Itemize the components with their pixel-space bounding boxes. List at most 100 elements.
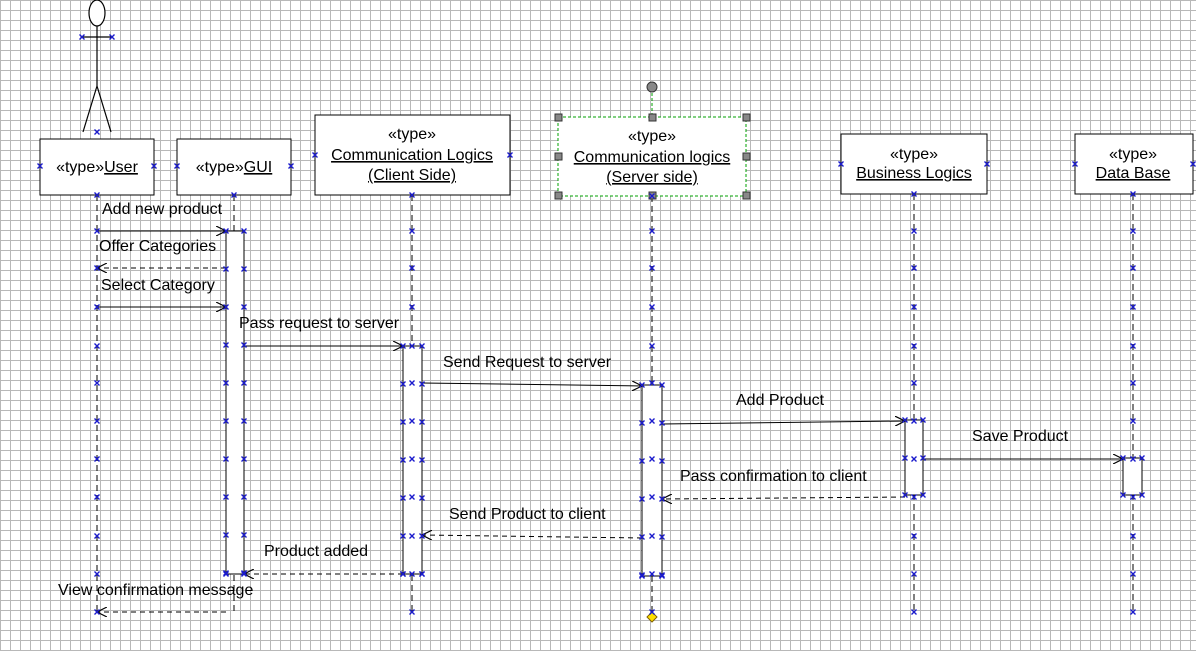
connection-point-icon <box>639 458 645 464</box>
resize-handle-icon[interactable] <box>742 152 751 161</box>
connection-point-icon <box>94 533 100 539</box>
activation-gui[interactable] <box>225 230 245 575</box>
connection-point-icon <box>409 343 415 349</box>
connection-point-icon <box>94 380 100 386</box>
connection-point-icon <box>241 418 247 424</box>
lifeline-business-box[interactable]: «type» Business Logics <box>840 133 988 195</box>
connection-point-icon <box>94 456 100 462</box>
lifeline-gui-stereotype: «type» <box>196 159 244 176</box>
activation-business[interactable] <box>904 419 924 496</box>
connection-point-icon <box>419 343 425 349</box>
connection-point-icon <box>911 380 917 386</box>
message-send-request-to-server[interactable]: Send Request to server <box>421 354 642 386</box>
connection-point-icon <box>659 572 665 578</box>
message-product-added[interactable]: Product added <box>244 543 403 574</box>
connection-point-icon <box>419 419 425 425</box>
resize-handle-icon[interactable] <box>742 113 751 122</box>
connection-point-icon <box>241 380 247 386</box>
connection-point-icon <box>241 456 247 462</box>
connection-point-icon <box>1139 455 1145 461</box>
lifeline-user-box[interactable]: «type»User <box>39 138 155 196</box>
connection-point-icon <box>659 496 665 502</box>
lifeline-gui-box[interactable]: «type»GUI <box>176 138 292 196</box>
end-point-handle-icon[interactable] <box>646 611 658 623</box>
message-pass-confirmation-to-client[interactable]: Pass confirmation to client <box>662 468 906 499</box>
resize-handle-icon[interactable] <box>554 113 563 122</box>
connection-point-icon <box>659 534 665 540</box>
connection-point-icon <box>223 532 229 538</box>
resize-handle-icon[interactable] <box>648 113 657 122</box>
connection-point-icon <box>241 570 247 576</box>
connection-point-icon <box>920 417 926 423</box>
connection-point-icon <box>400 495 406 501</box>
actor-stick-figure[interactable] <box>82 0 112 133</box>
connection-point-icon <box>1130 380 1136 386</box>
connection-point-icon <box>312 152 318 158</box>
activation-database[interactable] <box>1122 457 1143 496</box>
connection-point-icon <box>507 152 513 158</box>
connection-point-icon <box>37 163 43 169</box>
message-save-product[interactable]: Save Product <box>923 428 1123 459</box>
connection-point-icon <box>241 532 247 538</box>
lifeline-database-box[interactable]: «type» Data Base <box>1074 133 1194 195</box>
connection-point-icon <box>1130 571 1136 577</box>
connection-point-icon <box>902 492 908 498</box>
connection-point-icon <box>649 380 655 386</box>
lifeline-server-comm-box[interactable]: «type» Communication logics (Server side… <box>557 116 747 197</box>
connection-point-icon <box>409 192 415 198</box>
connection-point-icon <box>649 609 655 615</box>
connection-point-icon <box>419 495 425 501</box>
lifeline-server-comm-name: Communication logics <box>574 149 731 166</box>
message-offer-categories[interactable]: Offer Categories <box>97 238 226 268</box>
connection-point-icon <box>649 228 655 234</box>
message-send-product-to-client[interactable]: Send Product to client <box>422 506 643 538</box>
lifeline-database-name: Data Base <box>1096 165 1171 182</box>
connection-point-icon <box>409 494 415 500</box>
resize-handle-icon[interactable] <box>742 191 751 200</box>
connection-point-icon <box>911 343 917 349</box>
message-add-product[interactable]: Add Product <box>661 392 905 424</box>
connection-point-icon <box>1120 455 1126 461</box>
lifeline-database-stereotype: «type» <box>1109 146 1157 163</box>
message-pass-request-to-server[interactable]: Pass request to server <box>239 315 403 346</box>
resize-handle-icon[interactable] <box>554 191 563 200</box>
connection-point-icon <box>400 533 406 539</box>
message-add-new-product[interactable]: Add new product <box>97 201 226 231</box>
connection-point-icon <box>94 228 100 234</box>
connection-point-icon <box>649 343 655 349</box>
connection-point-icon <box>1130 418 1136 424</box>
connection-point-icon <box>79 34 85 40</box>
connection-point-icon <box>639 534 645 540</box>
connection-point-icon <box>649 265 655 271</box>
connection-point-icon <box>223 304 229 310</box>
activation-server-comm[interactable] <box>641 384 663 577</box>
resize-handle-icon[interactable] <box>554 152 563 161</box>
connection-point-icon <box>419 381 425 387</box>
lifeline-server-comm-stereotype: «type» <box>628 128 676 145</box>
connection-point-icon <box>241 571 247 577</box>
rotate-handle-icon[interactable] <box>646 81 658 93</box>
connection-point-icon <box>223 571 229 577</box>
connection-point-icon <box>400 457 406 463</box>
connection-point-icon <box>639 382 645 388</box>
connection-point-icon <box>419 533 425 539</box>
connection-point-icon <box>419 571 425 577</box>
message-view-confirmation[interactable]: View confirmation message <box>58 582 253 612</box>
connection-point-icon <box>659 382 665 388</box>
lifeline-client-comm-box[interactable]: «type» Communication Logics (Client Side… <box>314 114 511 196</box>
connection-point-icon <box>639 496 645 502</box>
connection-point-icon <box>1072 161 1078 167</box>
connection-point-icon <box>409 228 415 234</box>
lifeline-server-comm-name-2: (Server side) <box>606 169 698 186</box>
connection-point-icon <box>94 343 100 349</box>
connection-point-icon <box>1120 492 1126 498</box>
connection-point-icon <box>231 192 237 198</box>
connection-point-icon <box>920 492 926 498</box>
connection-point-icon <box>911 191 917 197</box>
svg-text:«type»GUI: «type»GUI <box>196 159 273 176</box>
message-select-category[interactable]: Select Category <box>97 277 226 307</box>
connection-point-icon <box>400 571 406 577</box>
connection-point-icon <box>911 304 917 310</box>
connection-point-icon <box>94 418 100 424</box>
